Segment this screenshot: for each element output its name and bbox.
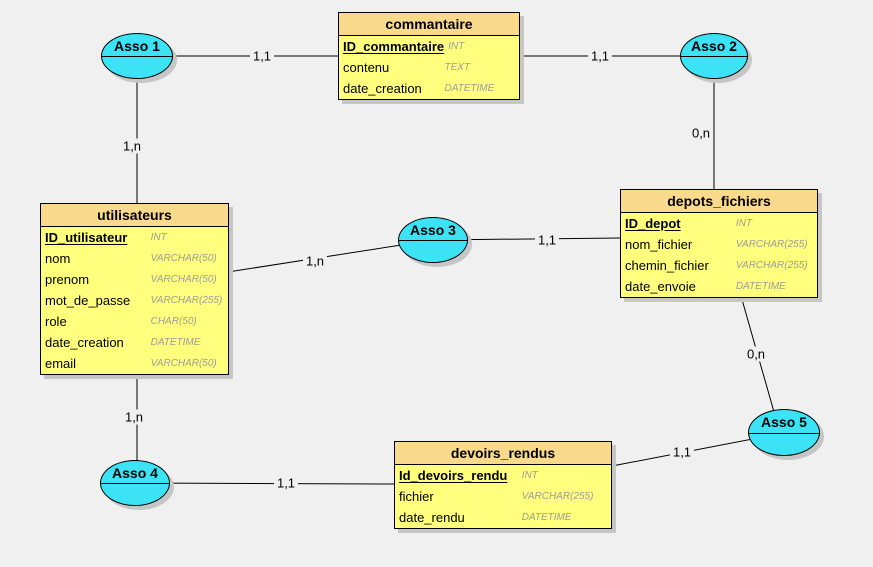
association-asso-2[interactable]: Asso 2	[680, 33, 748, 79]
field-row: role CHAR(50)	[41, 311, 228, 332]
field-row: ID_utilisateur INT	[41, 227, 228, 248]
association-asso-3[interactable]: Asso 3	[398, 217, 468, 263]
entity-devoirs-rendus[interactable]: devoirs_rendus Id_devoirs_rendu INT fich…	[394, 441, 612, 529]
connector-asso4-devoirs-rendus	[134, 482, 395, 485]
field-type: VARCHAR(50)	[150, 358, 217, 369]
association-label: Asso 1	[114, 38, 160, 54]
field-name: prenom	[45, 272, 90, 287]
field-name: ID_utilisateur	[45, 230, 128, 245]
field-row: chemin_fichier VARCHAR(255)	[621, 255, 817, 276]
field-row: prenom VARCHAR(50)	[41, 269, 228, 290]
field-type: VARCHAR(255)	[521, 491, 594, 502]
field-name: fichier	[399, 489, 434, 504]
field-type: VARCHAR(255)	[150, 295, 223, 306]
field-type: VARCHAR(255)	[735, 239, 808, 250]
association-label: Asso 3	[410, 222, 456, 238]
association-label: Asso 2	[691, 38, 737, 54]
cardinality-label[interactable]: 1,n	[121, 409, 147, 425]
field-name: nom	[45, 251, 71, 266]
cardinality-label[interactable]: 1,1	[534, 232, 560, 248]
field-name: date_envoie	[625, 279, 696, 294]
cardinality-label[interactable]: 0,n	[688, 125, 714, 141]
field-name: Id_devoirs_rendu	[399, 468, 508, 483]
field-name: contenu	[343, 60, 390, 75]
field-row: mot_de_passe VARCHAR(255)	[41, 290, 228, 311]
field-name: email	[45, 356, 77, 371]
field-type: INT	[735, 218, 753, 229]
field-type: VARCHAR(50)	[150, 253, 217, 264]
field-row: date_creation DATETIME	[339, 78, 519, 99]
field-type: CHAR(50)	[150, 316, 197, 327]
association-asso-4[interactable]: Asso 4	[100, 460, 170, 506]
association-label: Asso 4	[112, 465, 158, 481]
field-name: nom_fichier	[625, 237, 693, 252]
cardinality-label[interactable]: 0,n	[743, 346, 769, 362]
association-divider	[681, 56, 747, 57]
entity-title: devoirs_rendus	[395, 442, 611, 465]
entity-depots-fichiers[interactable]: depots_fichiers ID_depot INT nom_fichier…	[620, 189, 818, 298]
field-row: email VARCHAR(50)	[41, 353, 228, 374]
entity-title: utilisateurs	[41, 204, 228, 227]
entity-title: depots_fichiers	[621, 190, 817, 213]
field-type: DATETIME	[150, 337, 201, 348]
association-divider	[749, 433, 819, 434]
field-name: role	[45, 314, 67, 329]
cardinality-label[interactable]: 1,1	[587, 48, 613, 64]
entity-utilisateurs[interactable]: utilisateurs ID_utilisateur INT nom VARC…	[40, 203, 229, 375]
field-row: date_envoie DATETIME	[621, 276, 817, 297]
field-type: TEXT	[444, 62, 471, 73]
field-row: nom VARCHAR(50)	[41, 248, 228, 269]
field-name: mot_de_passe	[45, 293, 131, 308]
field-type: VARCHAR(255)	[735, 260, 808, 271]
field-type: DATETIME	[735, 281, 786, 292]
field-row: contenu TEXT	[339, 57, 519, 78]
association-divider	[101, 483, 169, 484]
field-name: ID_depot	[625, 216, 681, 231]
field-type: DATETIME	[521, 512, 572, 523]
cardinality-label[interactable]: 1,1	[273, 475, 299, 491]
field-name: date_creation	[45, 335, 124, 350]
cardinality-label[interactable]: 1,1	[669, 444, 695, 460]
field-type: DATETIME	[444, 83, 495, 94]
association-asso-5[interactable]: Asso 5	[748, 409, 820, 456]
field-row: fichier VARCHAR(255)	[395, 486, 611, 507]
cardinality-label[interactable]: 1,n	[119, 138, 145, 154]
association-divider	[102, 56, 172, 57]
field-row: date_creation DATETIME	[41, 332, 228, 353]
field-name: date_creation	[343, 81, 422, 96]
field-row: Id_devoirs_rendu INT	[395, 465, 611, 486]
field-name: date_rendu	[399, 510, 465, 525]
field-row: date_rendu DATETIME	[395, 507, 611, 528]
association-label: Asso 5	[761, 414, 807, 430]
cardinality-label[interactable]: 1,n	[302, 253, 328, 269]
field-name: ID_commantaire	[343, 39, 445, 54]
association-divider	[399, 240, 467, 241]
association-asso-1[interactable]: Asso 1	[101, 33, 173, 79]
field-row: ID_commantaire INT	[339, 36, 519, 57]
entity-title: commantaire	[339, 13, 519, 36]
field-type: INT	[448, 41, 465, 52]
field-row: nom_fichier VARCHAR(255)	[621, 234, 817, 255]
field-type: INT	[150, 232, 167, 243]
field-type: INT	[521, 470, 538, 481]
field-name: chemin_fichier	[625, 258, 709, 273]
entity-commantaire[interactable]: commantaire ID_commantaire INT contenu T…	[338, 12, 520, 100]
cardinality-label[interactable]: 1,1	[249, 48, 275, 64]
field-row: ID_depot INT	[621, 213, 817, 234]
field-type: VARCHAR(50)	[150, 274, 217, 285]
